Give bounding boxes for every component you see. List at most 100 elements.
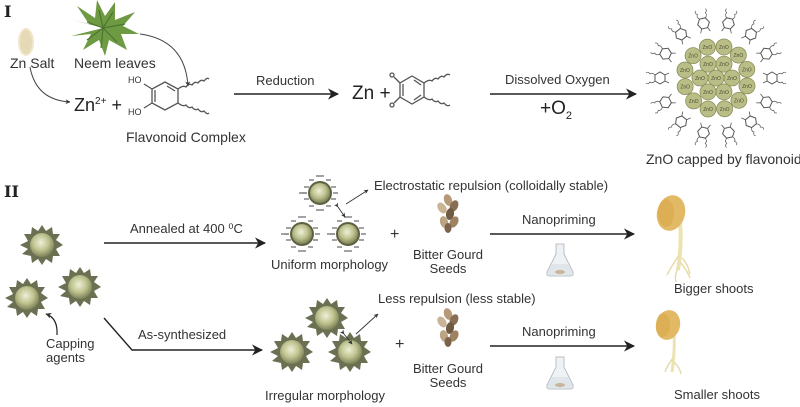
uniform-particle <box>298 175 339 211</box>
flavonoid-ligand <box>694 7 712 35</box>
zno-nanoparticle <box>685 92 703 110</box>
uniform-particle <box>280 216 321 252</box>
seeds-line1: Bitter Gourd <box>412 361 484 376</box>
electrostatic-pointer <box>345 189 369 205</box>
nanopriming-label-top: Nanopriming <box>522 212 596 227</box>
ho-label-bottom: HO <box>128 107 142 117</box>
flavonoid-ligand <box>755 92 783 115</box>
quinone-structure <box>389 72 451 108</box>
as-synthesized-label: As-synthesized <box>138 327 227 342</box>
flavonoid-ligand <box>740 110 765 137</box>
zno-nanoparticle <box>730 91 748 109</box>
flavonoid-ligand <box>755 41 783 64</box>
zno-nanoparticle <box>715 55 733 73</box>
zno-nanoparticle <box>738 77 756 95</box>
flavonoid-ligand <box>667 19 692 46</box>
zno-nanoparticle <box>699 83 717 101</box>
flavonoid-ligand <box>649 92 677 115</box>
zn-ion: Zn2+ + <box>74 95 122 116</box>
zno-nanoparticle <box>698 38 716 56</box>
bitter-gourd-seeds-image <box>435 306 461 347</box>
plus-sign-top: + <box>390 226 400 243</box>
o2-symbol: +O <box>540 98 566 119</box>
panel-i-label: I <box>4 2 12 21</box>
panel-ii-label: II <box>4 182 19 201</box>
neem-leaves-image <box>71 0 139 56</box>
flask-icon <box>546 356 574 390</box>
electrostatic-repulsion-label: Electrostatic repulsion (colloidally sta… <box>374 178 609 193</box>
zn-ion-symbol: Zn <box>74 95 96 115</box>
seeds-line2: Seeds <box>429 261 467 277</box>
flask-icon <box>546 243 574 277</box>
capped-particle <box>5 278 48 318</box>
zno-nanoparticle-label: ZnO <box>719 62 729 68</box>
zno-nanoparticle-label: ZnO <box>719 90 729 96</box>
o2-subscript: 2 <box>565 109 572 122</box>
seeds-line2: Seeds <box>429 375 467 391</box>
neem-leaves-label: Neem leaves <box>74 55 156 71</box>
annealed-label: Annealed at 400 ⁰C <box>130 221 243 236</box>
flavonoid-ligand <box>694 121 712 149</box>
zno-nanoparticle <box>684 47 702 65</box>
zno-nanoparticle-label: ZnO <box>711 76 721 82</box>
irregular-morphology-label: Irregular morphology <box>265 388 385 403</box>
irregular-particle <box>328 332 371 372</box>
dissolved-oxygen-label: Dissolved Oxygen <box>505 72 610 87</box>
zno-nanoparticle-label: ZnO <box>734 98 744 104</box>
zno-nanoparticle-label: ZnO <box>689 99 699 105</box>
flavonoid-ligand <box>667 110 692 137</box>
zno-nanoparticle-label: ZnO <box>703 62 713 68</box>
capping-agents-line2: agents <box>46 350 86 366</box>
zno-nanoparticle-label: ZnO <box>727 76 737 82</box>
flavonoid-ligand <box>720 121 738 149</box>
zno-nanoparticle-label: ZnO <box>703 90 713 96</box>
less-repulsion-label: Less repulsion (less stable) <box>378 291 536 306</box>
flavonoid-complex-label: Flavonoid Complex <box>126 129 246 145</box>
flavonoid-ligand <box>645 71 670 85</box>
less-repulsion-pointer <box>355 313 379 335</box>
capped-particle <box>20 225 63 265</box>
zno-nanoparticle-label: ZnO <box>720 107 730 113</box>
zno-nanoparticle <box>676 78 694 96</box>
as-synthesized-arrow <box>103 317 264 356</box>
flavonoid-complex-structure <box>143 77 210 115</box>
zno-nanoparticle <box>676 61 694 79</box>
seeds-line1: Bitter Gourd <box>412 247 484 262</box>
capping-agents-line1: Capping <box>46 336 95 351</box>
zno-nanoparticle-label: ZnO <box>742 67 752 73</box>
zno-nanoparticle-label: ZnO <box>680 68 690 74</box>
bigger-shoots-label: Bigger shoots <box>674 281 754 296</box>
zno-nanoparticle-label: ZnO <box>719 45 729 51</box>
plus-sign: + <box>379 83 391 104</box>
zno-nanoparticle <box>729 46 747 64</box>
zn-salt-to-ion-arrow <box>29 66 71 105</box>
neem-to-flavonoid-arrow <box>139 33 191 87</box>
capping-agents-pointer <box>45 312 58 336</box>
smaller-shoots-label: Smaller shoots <box>674 387 760 402</box>
flavonoid-ligand <box>762 71 787 85</box>
irregular-particle <box>270 332 313 372</box>
zno-nanoparticle <box>723 69 741 87</box>
zno-nanoparticle <box>715 38 733 56</box>
smaller-shoot-image <box>655 310 682 375</box>
nanopriming-label-bottom: Nanopriming <box>522 324 596 339</box>
zno-nanocluster: ZnO ZnO ZnO ZnO ZnO ZnO ZnO ZnO ZnO ZnO ZnO ZnO ZnO Z… <box>645 7 787 149</box>
zno-nanoparticle-label: ZnO <box>688 54 698 60</box>
zno-capped-label: ZnO capped by flavonoids <box>646 151 800 167</box>
bigger-shoot-image <box>656 195 691 283</box>
capped-particle <box>58 267 101 307</box>
irregular-particle <box>305 298 348 338</box>
zno-nanoparticle <box>699 100 717 118</box>
zno-nanoparticle-label: ZnO <box>703 107 713 113</box>
zno-nanoparticle-label: ZnO <box>702 45 712 51</box>
flavonoid-ligand <box>720 7 738 35</box>
zno-nanoparticle-label: ZnO <box>733 53 743 59</box>
zn-salt-label: Zn Salt <box>10 55 55 71</box>
o2-label: +O2 <box>540 98 572 122</box>
reduction-label: Reduction <box>256 73 315 88</box>
zn-label: Zn + <box>352 83 391 105</box>
